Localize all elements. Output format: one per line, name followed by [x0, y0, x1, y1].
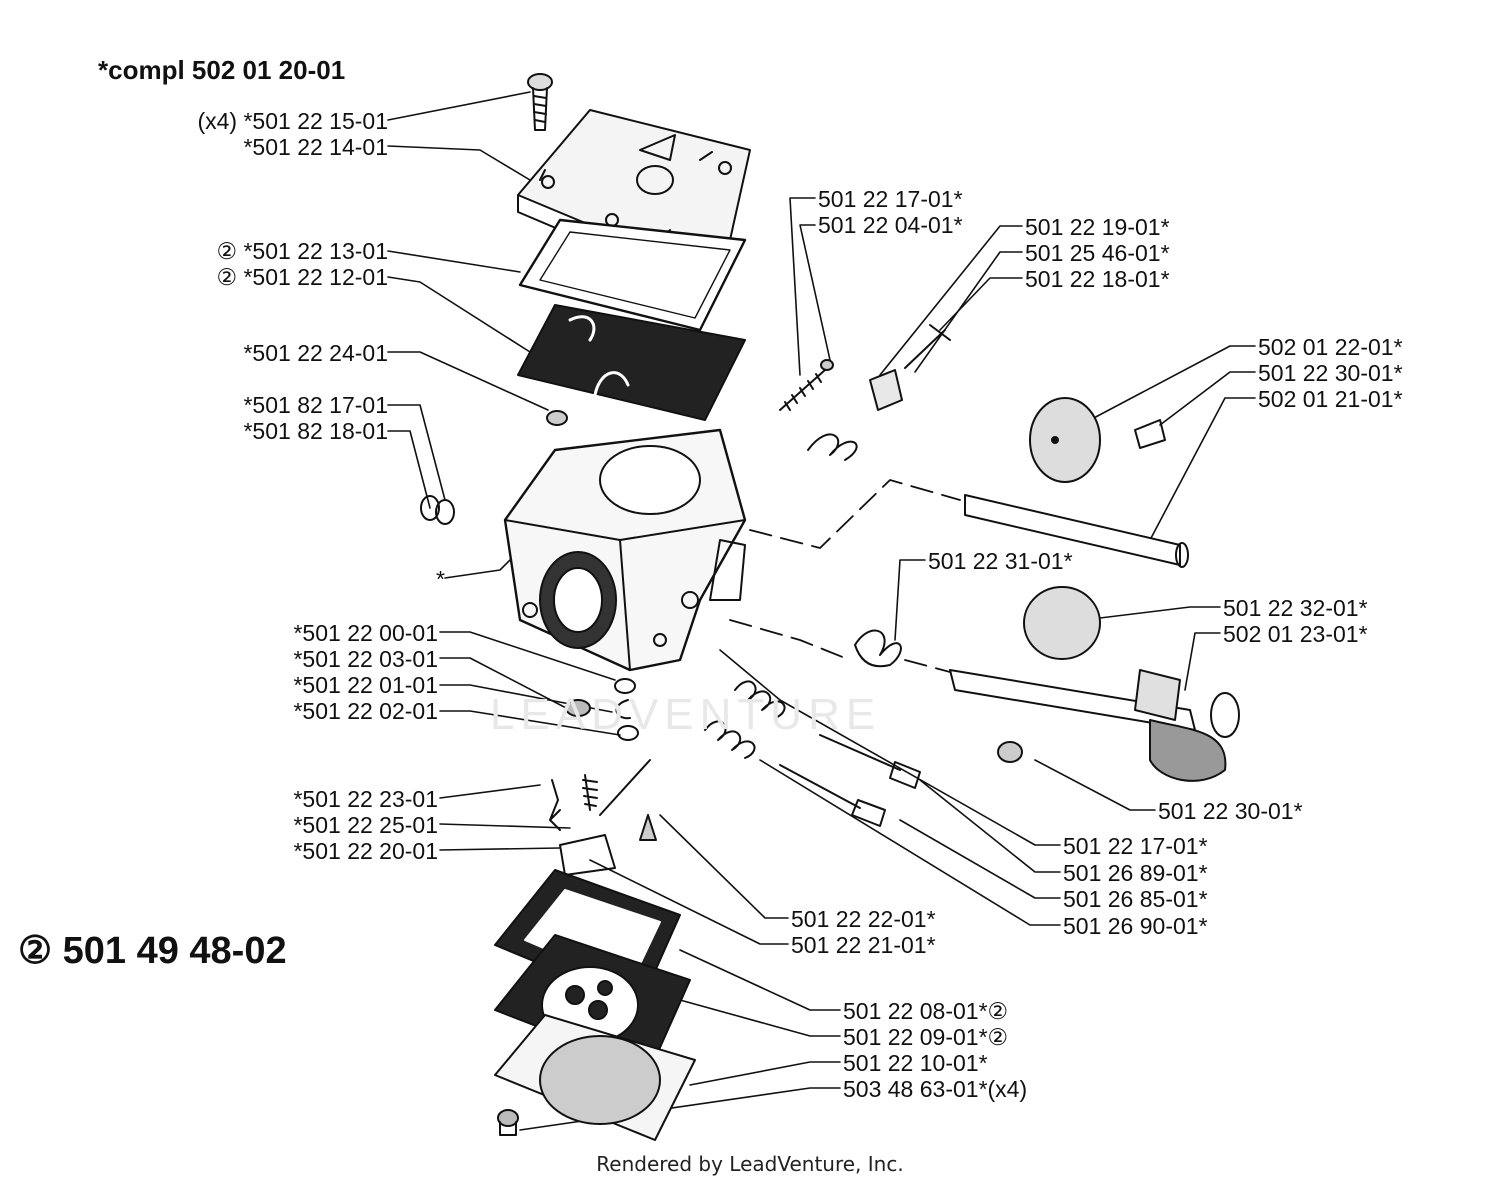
part-label: 501 22 30-01*	[1158, 798, 1303, 824]
part-label: 503 48 63-01*(x4)	[843, 1076, 1028, 1102]
lower-gaskets	[494, 869, 696, 1141]
footer-credit: Rendered by LeadVenture, Inc.	[596, 1152, 904, 1176]
assembly-dash-lines	[729, 479, 961, 673]
part-label: 501 26 89-01*	[1063, 860, 1208, 886]
choke-assembly	[854, 586, 1240, 782]
part-label: *501 22 25-01	[293, 812, 438, 838]
part-label: *501 22 03-01	[293, 646, 438, 672]
part-label: *501 22 20-01	[293, 838, 438, 864]
part-label: 501 22 04-01*	[818, 212, 963, 238]
part-label: 501 25 46-01*	[1025, 240, 1170, 266]
small-parts	[420, 324, 951, 741]
part-label: 501 22 18-01*	[1025, 266, 1170, 292]
part-label: *501 22 23-01	[293, 786, 438, 812]
part-label: 502 01 23-01*	[1223, 621, 1368, 647]
leader-lines-left	[387, 91, 621, 851]
gasket-kit-title: ② 501 49 48-02	[18, 930, 287, 972]
watermark: LEADVENTURE	[490, 690, 882, 739]
part-label: (x4) *501 22 15-01	[197, 108, 388, 134]
part-label: 502 01 21-01*	[1258, 386, 1403, 412]
part-label: 501 22 17-01*	[818, 186, 963, 212]
part-label: 501 22 10-01*	[843, 1050, 988, 1076]
carburetor-body	[503, 428, 747, 672]
part-label: 501 22 17-01*	[1063, 833, 1208, 859]
part-label: ② *501 22 12-01	[216, 264, 388, 290]
leader-lines-right	[519, 197, 1256, 1131]
part-label: *501 22 00-01	[293, 620, 438, 646]
part-label: *	[436, 566, 445, 592]
part-label: 501 22 21-01*	[791, 932, 936, 958]
part-label: 501 26 90-01*	[1063, 913, 1208, 939]
part-label: *501 22 01-01	[293, 672, 438, 698]
cover-screw	[527, 73, 553, 131]
part-label: 501 22 09-01*②	[843, 1024, 1009, 1050]
part-label: *501 22 14-01	[243, 134, 388, 160]
part-label: 501 26 85-01*	[1063, 886, 1208, 912]
part-label: 501 22 19-01*	[1025, 214, 1170, 240]
kit-title: *compl 502 01 20-01	[98, 55, 346, 85]
adjusting-screws	[549, 680, 921, 876]
part-label: *501 22 02-01	[293, 698, 438, 724]
part-label: 501 22 08-01*②	[843, 998, 1009, 1024]
top-cover	[517, 109, 751, 269]
part-label: 501 22 30-01*	[1258, 360, 1403, 386]
part-label: 501 22 22-01*	[791, 906, 936, 932]
part-label: *501 22 24-01	[243, 340, 388, 366]
part-label: *501 82 17-01	[243, 392, 388, 418]
part-label: ② *501 22 13-01	[216, 238, 388, 264]
part-label: 501 22 31-01*	[928, 548, 1073, 574]
part-label: *501 82 18-01	[243, 418, 388, 444]
upper-gaskets	[517, 218, 747, 421]
part-label: 502 01 22-01*	[1258, 334, 1403, 360]
throttle-assembly	[964, 397, 1189, 568]
part-label: 501 22 32-01*	[1223, 595, 1368, 621]
